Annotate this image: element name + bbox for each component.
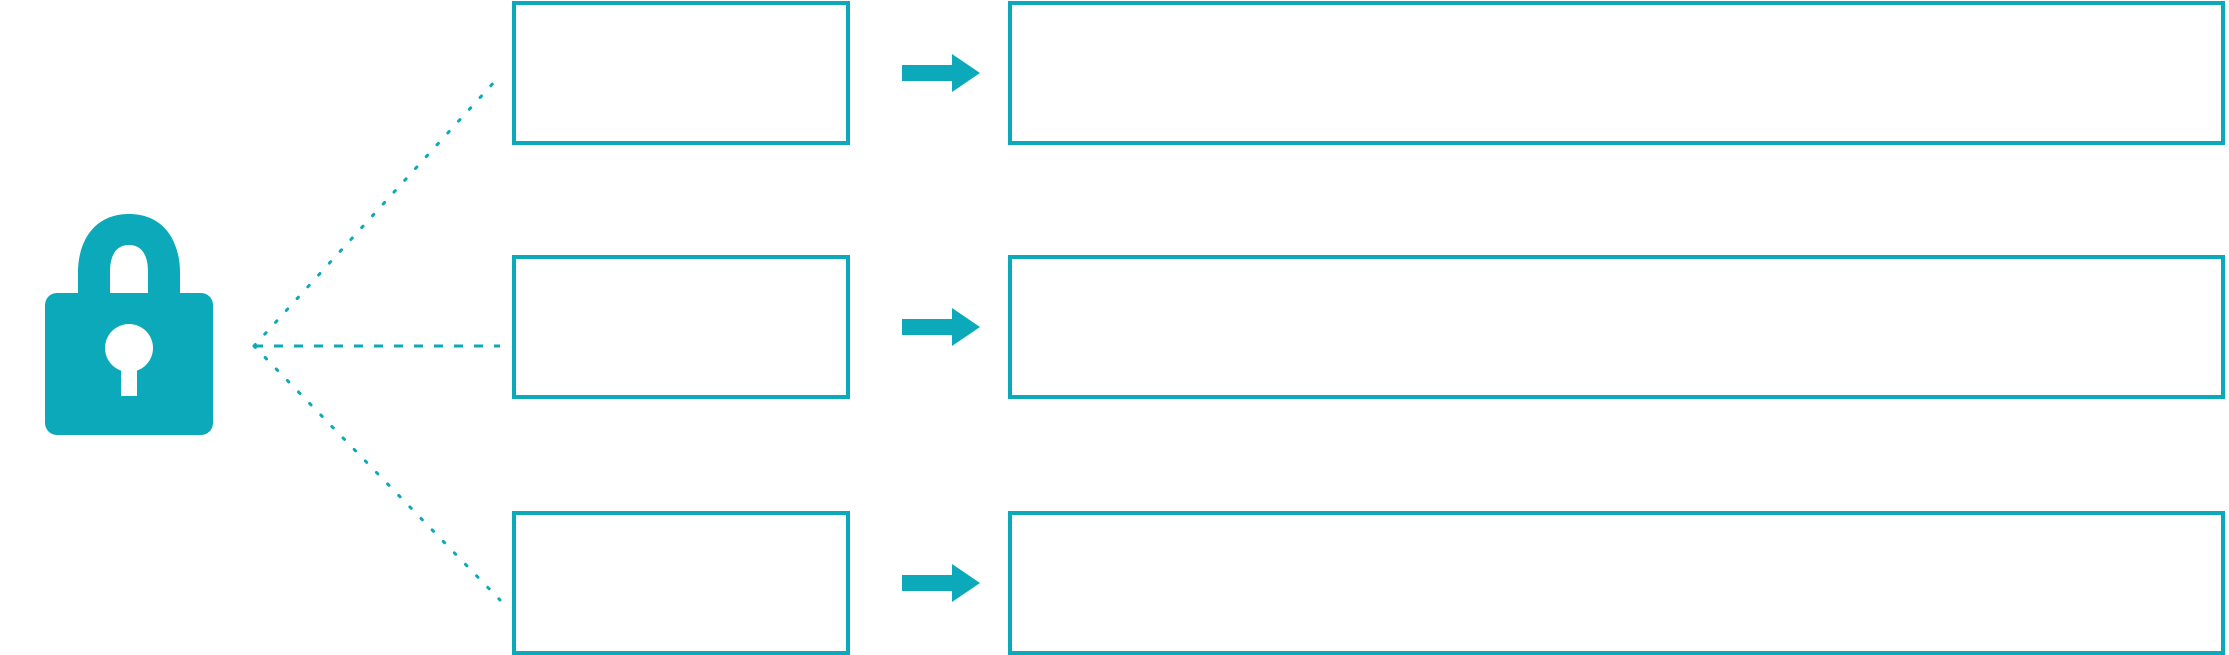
arrow-right-icon-3 <box>902 564 980 602</box>
arrow-right-icon-2 <box>902 308 980 346</box>
effect-box-3[interactable] <box>1008 511 2225 655</box>
cause-box-1[interactable] <box>512 1 850 145</box>
effect-box-2[interactable] <box>1008 255 2225 399</box>
cause-box-2[interactable] <box>512 255 850 399</box>
connector-line-top <box>252 78 498 348</box>
connector-line-bottom <box>252 344 502 602</box>
lock-icon <box>36 212 222 444</box>
cause-box-3[interactable] <box>512 511 850 655</box>
effect-box-1[interactable] <box>1008 1 2225 145</box>
arrow-right-icon-1 <box>902 54 980 92</box>
